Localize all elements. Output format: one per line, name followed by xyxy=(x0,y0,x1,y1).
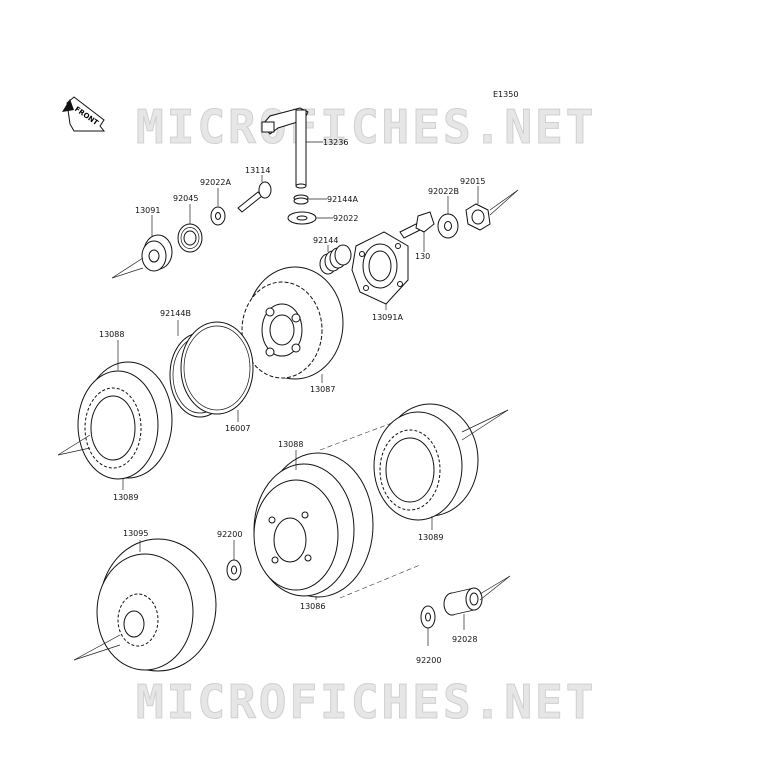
callout-13086: 13086 xyxy=(300,602,325,611)
watermark-top: MICROFICHES.NET xyxy=(136,100,596,154)
part-130-bolt xyxy=(399,211,435,239)
callout-92144: 92144 xyxy=(313,236,338,245)
callout-92200-left: 92200 xyxy=(217,530,242,539)
callout-13088-center: 13088 xyxy=(278,440,303,449)
part-92200-washer-left xyxy=(226,559,242,581)
part-13114-rod xyxy=(237,181,272,213)
watermark-bottom: MICROFICHES.NET xyxy=(136,675,596,729)
part-13091-retainer xyxy=(141,234,173,272)
callout-92022B: 92022B xyxy=(428,187,459,196)
callout-13114: 13114 xyxy=(245,166,270,175)
callout-13087: 13087 xyxy=(310,385,335,394)
callout-13088-left: 13088 xyxy=(99,330,124,339)
part-13087-clutch-hub xyxy=(241,266,344,380)
diagram-code: E1350 xyxy=(493,90,518,99)
part-92015-nut xyxy=(465,203,491,231)
callout-92045: 92045 xyxy=(173,194,198,203)
part-16007-ring xyxy=(180,321,254,415)
callout-16007: 16007 xyxy=(225,424,250,433)
callout-92015: 92015 xyxy=(460,177,485,186)
part-92028-bushing xyxy=(443,587,483,616)
callout-92022A: 92022A xyxy=(200,178,231,187)
part-13236-push-lever xyxy=(261,107,309,189)
part-92144-springs xyxy=(319,244,352,275)
front-arrow-icon: FRONT xyxy=(62,96,106,132)
callout-92144A: 92144A xyxy=(327,195,358,204)
part-92144A-spring xyxy=(293,194,309,205)
part-13088-friction-plate-left xyxy=(77,361,173,480)
part-13095-clutch-basket xyxy=(96,538,217,672)
callout-13236: 13236 xyxy=(323,138,348,147)
part-13086-clutch-housing xyxy=(253,452,374,598)
callout-130: 130 xyxy=(415,252,430,261)
callout-13091A: 13091A xyxy=(372,313,403,322)
part-92022-washer xyxy=(287,211,317,225)
callout-13089-right: 13089 xyxy=(418,533,443,542)
part-92022B-washer xyxy=(437,213,459,239)
callout-92022: 92022 xyxy=(333,214,358,223)
callout-13089-left: 13089 xyxy=(113,493,138,502)
part-13089-steel-plate-right xyxy=(373,403,479,521)
callout-13095: 13095 xyxy=(123,529,148,538)
part-13091A-pressure-plate xyxy=(351,231,409,305)
callout-92028: 92028 xyxy=(452,635,477,644)
callout-92144B: 92144B xyxy=(160,309,191,318)
part-92200-washer-right xyxy=(420,605,436,629)
callout-13091: 13091 xyxy=(135,206,160,215)
part-92022A-washer xyxy=(210,206,226,226)
callout-92200-right: 92200 xyxy=(416,656,441,665)
part-92045-bearing xyxy=(177,223,203,253)
